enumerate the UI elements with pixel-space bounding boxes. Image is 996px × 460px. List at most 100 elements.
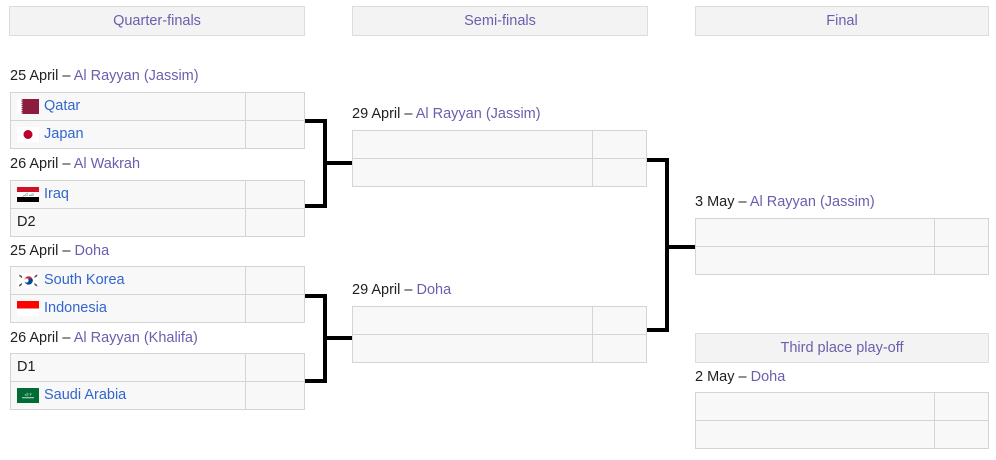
table-row[interactable]: لا إله Saudi Arabia (10, 381, 305, 410)
round-header-label: Final (826, 13, 858, 29)
team-cell[interactable]: Japan (11, 121, 246, 148)
connector-qf4-horizontal (305, 379, 327, 383)
south-korea-flag (17, 273, 39, 288)
venue-link[interactable]: Al Wakrah (73, 156, 141, 172)
table-row[interactable] (695, 218, 989, 247)
team-cell[interactable] (353, 307, 593, 334)
match-date: 26 April (10, 156, 59, 172)
caption-separator: – (738, 194, 750, 210)
round-header-label: Quarter-finals (113, 13, 201, 29)
team-name[interactable]: Iraq (44, 186, 69, 202)
match-box-sf1 (352, 130, 647, 187)
svg-text:الله أكبر: الله أكبر (21, 192, 33, 197)
round-header-third-place-play-off: Third place play-off (695, 333, 989, 363)
venue-link[interactable]: Al Rayyan (Khalifa) (73, 330, 198, 346)
table-row[interactable]: Japan (10, 120, 305, 149)
team-cell[interactable] (696, 393, 935, 420)
table-row[interactable]: D1 (10, 353, 305, 382)
score-cell (246, 267, 304, 294)
table-row[interactable]: Qatar (10, 92, 305, 121)
table-row[interactable] (695, 392, 989, 421)
score-cell (935, 247, 988, 274)
caption-separator: – (62, 156, 74, 172)
round-header-semi-finals: Semi-finals (352, 6, 648, 36)
match-date: 3 May (695, 194, 735, 210)
team-cell[interactable] (696, 247, 935, 274)
table-row[interactable] (352, 306, 647, 335)
team-name: D1 (17, 359, 36, 375)
match-date: 29 April (352, 282, 401, 298)
team-name[interactable]: Indonesia (44, 300, 107, 316)
team-cell[interactable]: D1 (11, 354, 246, 381)
iraq-flag: الله أكبر (17, 187, 39, 202)
round-header-final: Final (695, 6, 989, 36)
score-cell (246, 121, 304, 148)
team-cell[interactable]: لا إله Saudi Arabia (11, 382, 246, 409)
score-cell (246, 181, 304, 208)
team-name[interactable]: Qatar (44, 98, 81, 114)
match-date: 25 April (10, 243, 59, 259)
venue-link[interactable]: Doha (416, 282, 452, 298)
team-cell[interactable] (353, 131, 593, 158)
score-cell (246, 295, 304, 322)
score-cell (935, 219, 988, 246)
venue-link[interactable]: Doha (74, 243, 110, 259)
team-cell[interactable]: الله أكبر Iraq (11, 181, 246, 208)
match-caption-final: 3 May – Al Rayyan (Jassim) (695, 194, 875, 211)
indonesia-flag (17, 301, 39, 316)
match-date: 26 April (10, 330, 59, 346)
team-cell[interactable]: South Korea (11, 267, 246, 294)
caption-separator: – (62, 68, 74, 84)
match-box-sf2 (352, 306, 647, 363)
match-box-qf4: D1 لا إله Saudi Arabia (10, 353, 305, 410)
team-cell[interactable]: Indonesia (11, 295, 246, 322)
score-cell (246, 382, 304, 409)
score-cell (593, 131, 646, 158)
caption-separator: – (62, 243, 75, 259)
team-name[interactable]: Saudi Arabia (44, 387, 127, 403)
venue-link[interactable]: Al Rayyan (Jassim) (73, 68, 199, 84)
connector-qf2-horizontal (305, 204, 327, 208)
match-box-qf1: Qatar Japan (10, 92, 305, 149)
team-cell[interactable] (696, 219, 935, 246)
team-name[interactable]: South Korea (44, 272, 125, 288)
venue-link[interactable]: Al Rayyan (Jassim) (749, 194, 875, 210)
team-cell[interactable]: D2 (11, 209, 246, 236)
match-caption-third-place: 2 May – Doha (695, 369, 785, 386)
match-date: 29 April (352, 106, 401, 122)
table-row[interactable]: Indonesia (10, 294, 305, 323)
match-caption-sf1: 29 April – Al Rayyan (Jassim) (352, 106, 541, 123)
match-box-qf2: الله أكبر Iraq D2 (10, 180, 305, 237)
match-caption-qf4: 26 April – Al Rayyan (Khalifa) (10, 330, 198, 347)
caption-separator: – (404, 282, 417, 298)
table-row[interactable]: South Korea (10, 266, 305, 295)
team-cell[interactable]: Qatar (11, 93, 246, 120)
team-cell[interactable] (353, 159, 593, 186)
table-row[interactable]: D2 (10, 208, 305, 237)
table-row[interactable]: الله أكبر Iraq (10, 180, 305, 209)
connector-final-feed (665, 245, 695, 249)
table-row[interactable] (352, 130, 647, 159)
venue-link[interactable]: Al Rayyan (Jassim) (415, 106, 541, 122)
match-box-qf3: South Korea Indonesia (10, 266, 305, 323)
team-cell[interactable] (696, 421, 935, 448)
table-row[interactable] (352, 334, 647, 363)
team-name[interactable]: Japan (44, 126, 84, 142)
score-cell (935, 393, 988, 420)
score-cell (593, 159, 646, 186)
venue-link[interactable]: Doha (750, 369, 786, 385)
match-box-third-place (695, 392, 989, 449)
table-row[interactable] (695, 420, 989, 449)
connector-qf3-horizontal (305, 294, 327, 298)
team-cell[interactable] (353, 335, 593, 362)
table-row[interactable] (695, 246, 989, 275)
caption-separator: – (62, 330, 74, 346)
connector-qf1-horizontal (305, 119, 327, 123)
match-caption-sf2: 29 April – Doha (352, 282, 451, 299)
round-header-label: Semi-finals (464, 13, 536, 29)
table-row[interactable] (352, 158, 647, 187)
score-cell (593, 335, 646, 362)
round-header-label: Third place play-off (780, 340, 904, 356)
round-header-quarter-finals: Quarter-finals (9, 6, 305, 36)
